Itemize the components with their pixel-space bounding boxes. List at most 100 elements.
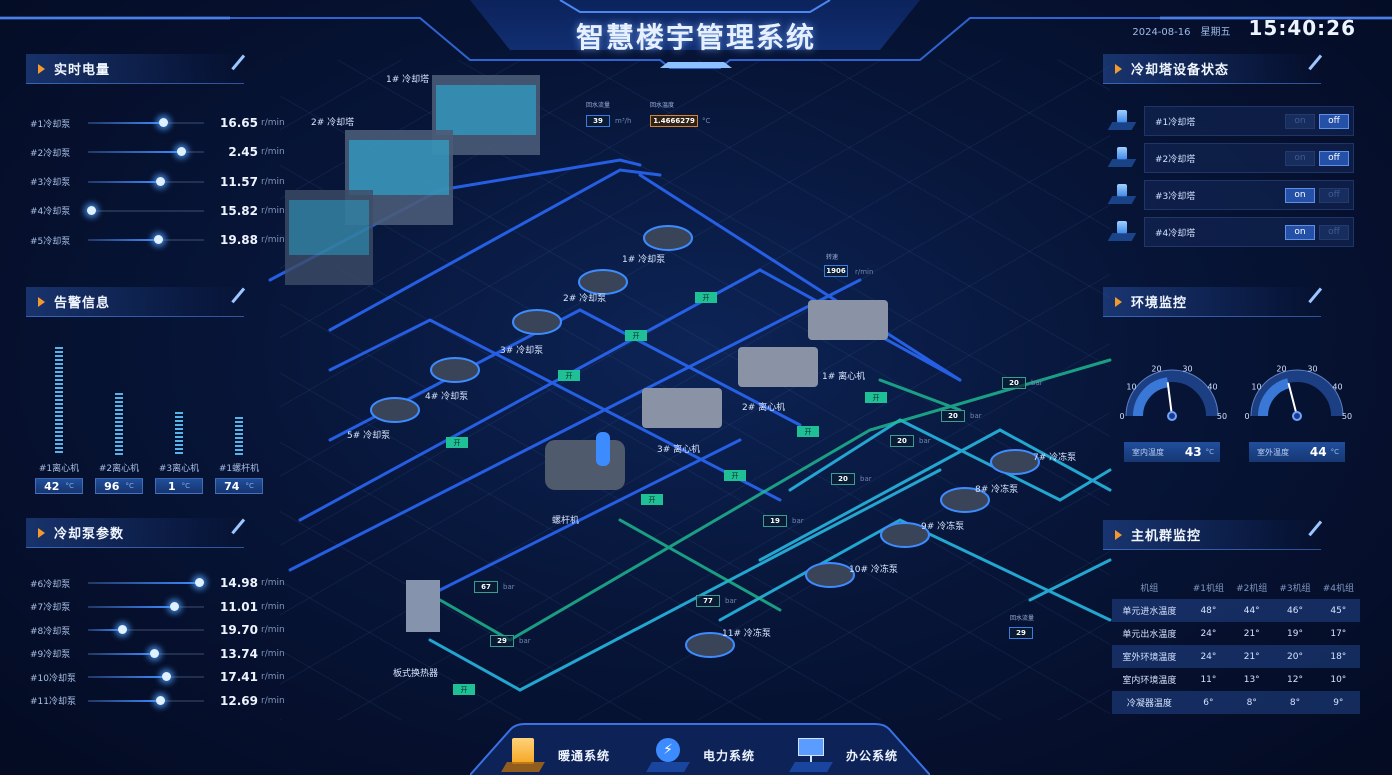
off-button[interactable]: off — [1319, 113, 1349, 129]
slider-knob[interactable] — [155, 695, 165, 705]
svg-text:10: 10 — [1126, 383, 1136, 392]
clock-text: 15:40:26 — [1248, 16, 1356, 40]
on-button[interactable]: on — [1285, 150, 1315, 166]
pump-label: #1冷却泵 — [30, 119, 71, 130]
slider-knob[interactable] — [117, 625, 127, 634]
panel-title: 实时电量 — [54, 63, 111, 78]
valve-open-tag[interactable]: 开 — [625, 330, 647, 341]
alarm-item: #2离心机 96 °C — [89, 393, 149, 494]
speed-slider[interactable] — [88, 648, 204, 658]
valve-open-tag[interactable]: 开 — [558, 370, 580, 381]
table-cell: 室内环境温度 — [1122, 676, 1177, 686]
nav-power-system[interactable]: ⚡ 电力系统 — [645, 736, 755, 774]
page-title: 智慧楼宇管理系统 — [575, 21, 816, 54]
equipment-label: 1# 冷却泵 — [622, 255, 666, 265]
speed-value: 15.82 — [220, 203, 258, 218]
gauge-label-text: 室外温度 — [1257, 447, 1289, 457]
valve-open-tag[interactable]: 开 — [641, 494, 663, 505]
tower-label: #4冷却塔 — [1155, 228, 1196, 239]
alarm-label: #2离心机 — [98, 464, 140, 474]
speed-slider[interactable] — [88, 672, 204, 681]
speed-slider[interactable] — [88, 118, 204, 127]
speed-slider[interactable] — [88, 601, 204, 611]
pressure-unit: bar — [792, 517, 804, 525]
slider-knob[interactable] — [153, 235, 163, 245]
speed-slider[interactable] — [88, 625, 204, 634]
valve-open-tag[interactable]: 开 — [453, 684, 475, 695]
bottom-flow-value: 29 — [1009, 627, 1033, 639]
off-button[interactable]: off — [1319, 224, 1349, 240]
valve-open-tag[interactable]: 开 — [695, 292, 717, 303]
speed-unit: r/min — [261, 625, 285, 635]
slider-knob[interactable] — [161, 672, 171, 681]
slider-fill — [88, 676, 166, 678]
equipment-label: 1# 冷却塔 — [386, 75, 430, 85]
speed-value: 17.41 — [220, 670, 258, 684]
table-cell: 21° — [1230, 645, 1274, 668]
valve-open-tag[interactable]: 开 — [724, 470, 746, 481]
nav-label: 电力系统 — [703, 748, 756, 763]
svg-text:40: 40 — [1207, 383, 1217, 392]
equipment-label: 11# 冷冻泵 — [722, 629, 771, 639]
alarm-unit: °C — [181, 482, 191, 490]
on-button[interactable]: on — [1285, 224, 1315, 240]
alarm-unit: °C — [125, 482, 134, 490]
pressure-unit: bar — [519, 637, 531, 645]
triangle-icon — [1115, 63, 1122, 74]
speed-slider[interactable] — [88, 578, 205, 587]
off-button[interactable]: off — [1319, 150, 1349, 166]
svg-text:0: 0 — [1119, 412, 1124, 421]
alarm-bar — [175, 412, 183, 455]
slider-knob[interactable] — [176, 147, 186, 157]
pressure-unit: bar — [503, 583, 515, 591]
speed-slider[interactable] — [88, 695, 204, 705]
speed-value: 2.45 — [228, 145, 258, 160]
slider-knob[interactable] — [155, 176, 165, 186]
table-cell: 冷凝器温度 — [1112, 691, 1187, 714]
plate-heat-exchanger — [406, 580, 440, 632]
slider-knob[interactable] — [159, 118, 169, 127]
pressure-value: 20 — [941, 410, 965, 422]
alarm-value-box: 42°C — [35, 478, 83, 494]
nav-hvac-system[interactable]: 暖通系统 — [500, 736, 610, 774]
speed-slider[interactable] — [87, 205, 204, 215]
cooling-tower-3 — [285, 190, 373, 285]
slider-knob[interactable] — [195, 578, 205, 587]
slider-knob[interactable] — [150, 648, 160, 658]
pump-label: #4冷却泵 — [30, 207, 71, 218]
equipment-label: 8# 冷冻泵 — [975, 485, 1019, 495]
off-button[interactable]: off — [1319, 187, 1349, 203]
panel-title: 冷却塔设备状态 — [1131, 63, 1230, 78]
equipment-label: 4# 冷却泵 — [425, 392, 469, 402]
nav-office-system[interactable]: 办公系统 — [788, 736, 898, 774]
speed-value: 11.57 — [220, 174, 258, 189]
alarm-value: 96 — [104, 479, 120, 493]
table-cell: 20° — [1273, 645, 1317, 668]
table-cell: 8° — [1273, 691, 1317, 714]
on-button[interactable]: on — [1285, 113, 1315, 129]
pressure-value: 19 — [763, 515, 787, 527]
valve-open-tag[interactable]: 开 — [446, 437, 468, 448]
svg-text:50: 50 — [1217, 412, 1227, 421]
speed-slider[interactable] — [88, 147, 204, 157]
tower-label: #2冷却塔 — [1155, 154, 1196, 165]
on-button[interactable]: on — [1285, 187, 1315, 203]
speed-unit: r/min — [261, 147, 285, 158]
speed-slider[interactable] — [88, 176, 204, 186]
hvac-icon — [500, 736, 546, 774]
slider-knob[interactable] — [169, 601, 179, 611]
slider-knob[interactable] — [87, 205, 97, 215]
speed-slider[interactable] — [88, 235, 204, 245]
valve-open-tag[interactable]: 开 — [865, 392, 887, 403]
valve-open-tag[interactable]: 开 — [797, 426, 819, 437]
bottom-nav: 暖通系统 ⚡ 电力系统 办公系统 — [470, 722, 930, 775]
table-cell: 13° — [1243, 674, 1260, 685]
return-temp-label: 回水温度 — [650, 102, 675, 109]
